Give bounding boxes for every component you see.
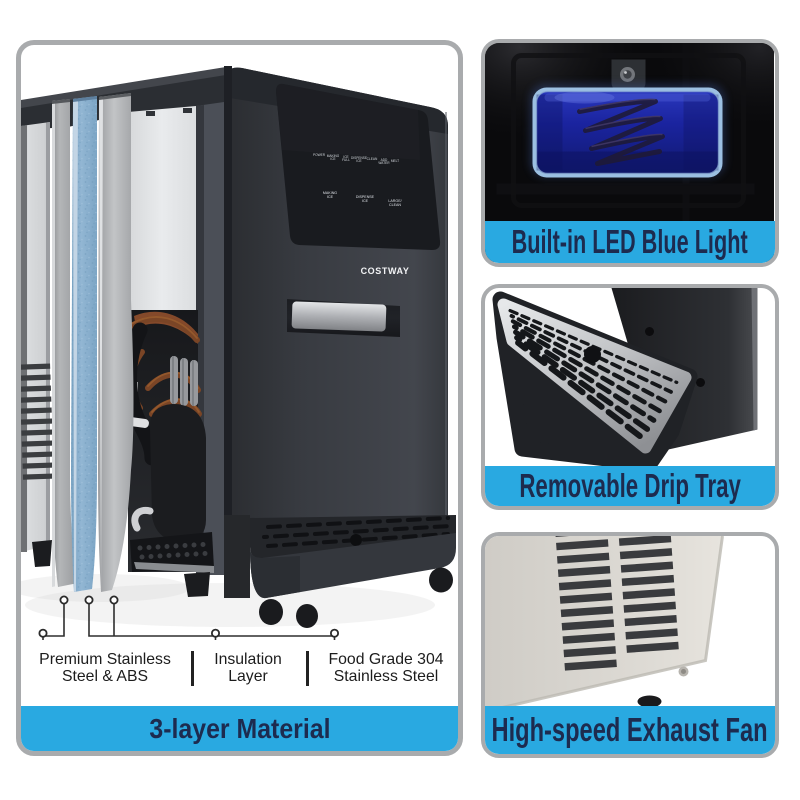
svg-text:ICE: ICE [343,155,348,159]
svg-text:MAKING: MAKING [327,154,340,158]
svg-text:DISPENSE: DISPENSE [356,195,375,199]
svg-text:ICE: ICE [362,199,369,203]
svg-text:ICE: ICE [330,157,335,161]
svg-text:POWER: POWER [313,153,326,157]
svg-text:MAKING: MAKING [323,191,337,195]
svg-text:CLEAN: CLEAN [389,203,401,207]
svg-text:CLEAN: CLEAN [367,157,378,161]
svg-text:ICE: ICE [356,159,361,163]
svg-text:ADD: ADD [381,158,388,162]
svg-text:MELT: MELT [391,159,399,163]
svg-text:ICE: ICE [327,195,334,199]
svg-text:WATER: WATER [378,161,390,165]
svg-text:COSTWAY: COSTWAY [361,266,410,276]
svg-text:DISPENSE: DISPENSE [351,156,367,160]
svg-text:FULL: FULL [342,158,350,162]
svg-text:LARGE/: LARGE/ [388,199,401,203]
